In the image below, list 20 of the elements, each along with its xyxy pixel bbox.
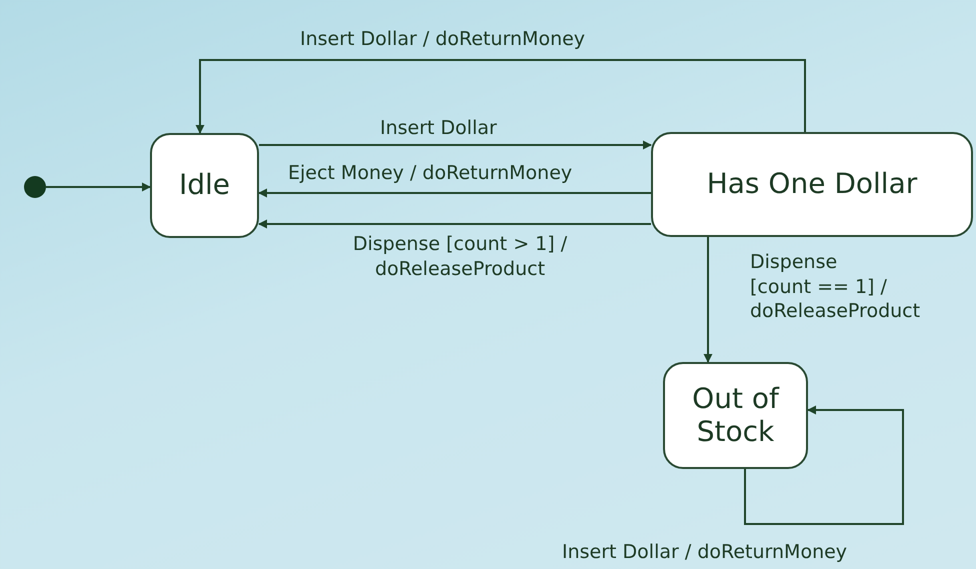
edge-label: Insert Dollar / doReturnMoney xyxy=(300,27,586,52)
edge-label: Insert Dollar xyxy=(380,116,497,141)
state-name: Idle xyxy=(178,169,230,202)
edge-label: Eject Money / doReturnMoney xyxy=(288,161,572,186)
state-name: Out of Stock xyxy=(691,383,780,448)
state-box xyxy=(150,133,259,238)
transition-arrow xyxy=(46,182,151,192)
edge-label: Insert Dollar / doReturnMoney xyxy=(562,540,848,565)
transition-arrow xyxy=(196,59,806,134)
state-box xyxy=(651,132,973,237)
transition-arrow xyxy=(744,406,904,525)
transition-arrow xyxy=(258,188,651,198)
edge-label: Dispense [count == 1] / doReleaseProduct xyxy=(750,250,920,324)
edge-label: Dispense [count > 1] / doReleaseProduct xyxy=(352,232,568,282)
initial-state-dot xyxy=(24,176,46,198)
state-name: Has One Dollar xyxy=(706,168,918,201)
transition-arrow xyxy=(704,237,712,363)
state-box xyxy=(663,362,808,469)
transition-arrow xyxy=(258,220,651,228)
transition-arrow xyxy=(259,140,652,150)
